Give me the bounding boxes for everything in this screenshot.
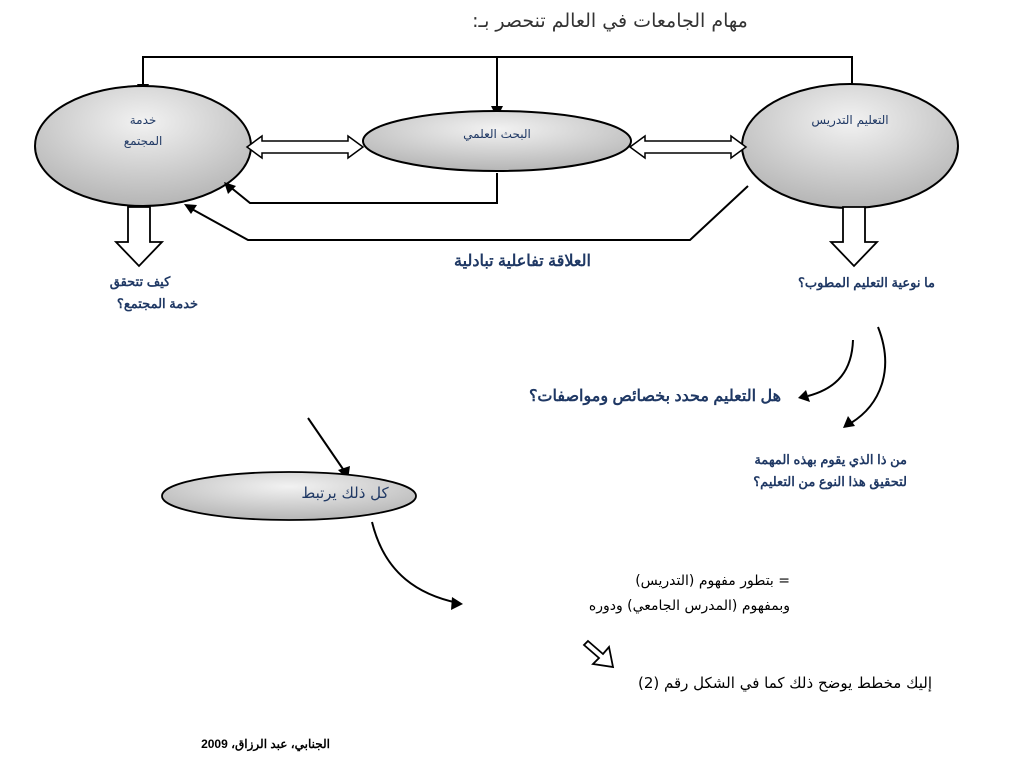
relation-label: العلاقة تفاعلية تبادلية	[454, 253, 591, 270]
double-arrow-right	[628, 134, 748, 160]
service-label-line1: خدمة	[129, 113, 157, 127]
curved-arrows-right	[798, 326, 887, 428]
arrow-into-connector	[307, 417, 346, 473]
question-teaching-type: ما نوعية التعليم المطوب؟	[798, 275, 935, 290]
concept-line2: وبمفهوم (المدرس الجامعي) ودوره	[588, 598, 790, 614]
down-arrow-right	[828, 206, 880, 268]
question-service-line1: كيف تتحقق	[109, 274, 171, 289]
question-who-line1: من ذا الذي يقوم بهذه المهمة	[754, 452, 907, 467]
small-block-arrow	[582, 639, 615, 669]
question-specs: هل التعليم محدد بخصائص ومواصفات؟	[528, 388, 782, 405]
double-arrow-left	[245, 134, 365, 160]
service-label-line2: المجتمع	[123, 134, 163, 148]
research-ellipse	[362, 110, 632, 172]
teaching-label: التعليم التدريس	[811, 113, 889, 127]
citation: الجنابي، عبد الرزاق، 2009	[201, 737, 330, 751]
connector-ellipse	[161, 471, 417, 521]
teaching-ellipse	[741, 83, 959, 209]
feedback-arrows	[184, 173, 749, 241]
page-title: مهام الجامعات في العالم تنحصر بـ:	[472, 10, 748, 32]
down-arrow-left	[113, 206, 165, 268]
question-service-line2: خدمة المجتمع؟	[116, 296, 199, 311]
concept-line1: = بتطور مفهوم (التدريس)	[635, 573, 790, 589]
arrow-out-of-connector	[371, 521, 459, 604]
research-label: البحث العلمي	[463, 127, 531, 141]
connector-label: كل ذلك يرتبط	[301, 484, 389, 502]
figure-reference: إليك مخطط يوضح ذلك كما في الشكل رقم (2)	[637, 674, 932, 692]
top-distribution-arrows	[137, 56, 858, 118]
question-who-line2: لتحقيق هذا النوع من التعليم؟	[753, 474, 907, 489]
